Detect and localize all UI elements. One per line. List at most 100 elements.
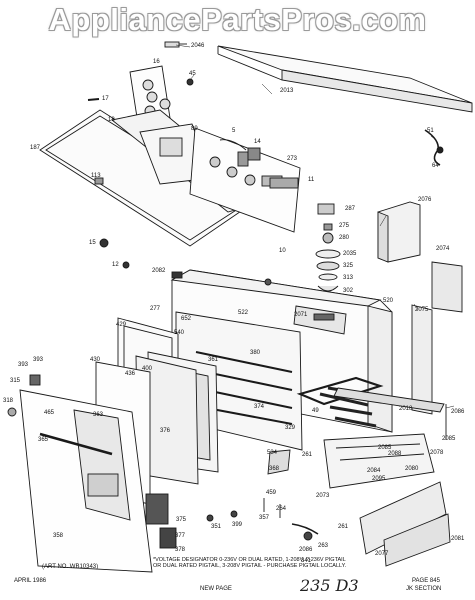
- screw-12: [122, 261, 130, 269]
- terminal-block-273: [269, 177, 299, 189]
- part-label-17: 17: [102, 96, 109, 102]
- part-label-302: 302: [343, 288, 354, 294]
- part-label-2078: 2078: [430, 450, 444, 456]
- part-label-459: 459: [266, 490, 277, 496]
- part-label-313: 313: [343, 275, 354, 281]
- part-label-10: 10: [279, 248, 286, 254]
- part-label-2046: 2046: [191, 43, 205, 49]
- part-label-2084: 2084: [367, 468, 381, 474]
- part-label-2095: 2095: [372, 476, 386, 482]
- part-label-318: 318: [3, 398, 14, 404]
- power-cord-51: [424, 129, 444, 166]
- part-label-51: 51: [427, 128, 434, 134]
- part-label-2086-b: 2086: [299, 547, 313, 553]
- part-label-2076: 2076: [418, 197, 432, 203]
- part-label-14: 14: [254, 139, 261, 145]
- broiler-tray-2080: [323, 433, 435, 489]
- footer-date: APRIL 1986: [14, 578, 47, 584]
- part-label-400: 400: [142, 366, 153, 372]
- part-label-261-a: 261: [302, 452, 313, 458]
- part-label-2085-b: 2085: [378, 445, 392, 451]
- knob-set-16: [129, 65, 171, 125]
- part-label-280: 280: [339, 235, 350, 241]
- part-label-49: 49: [312, 408, 319, 414]
- door-hinge-parts: [7, 374, 177, 549]
- bottom-frame-2086: [333, 387, 447, 440]
- part-label-2080: 2080: [405, 466, 419, 472]
- watermark-text: AppliancePartsPros.com: [48, 2, 427, 37]
- part-label-365: 365: [38, 437, 49, 443]
- drawer-front-2081: [383, 513, 451, 567]
- part-label-351: 351: [211, 524, 222, 530]
- part-label-15: 15: [89, 240, 96, 246]
- part-label-2074: 2074: [436, 246, 450, 252]
- part-label-329: 329: [285, 425, 296, 431]
- part-label-2013: 2013: [280, 88, 294, 94]
- part-label-2077: 2077: [375, 551, 389, 557]
- part-label-113: 113: [91, 173, 101, 179]
- part-label-287: 287: [345, 206, 356, 212]
- part-label-2073: 2073: [316, 493, 330, 499]
- part-label-376: 376: [160, 428, 171, 434]
- part-label-16: 16: [153, 59, 160, 65]
- part-label-273: 273: [287, 156, 298, 162]
- part-label-187: 187: [30, 145, 41, 151]
- part-label-264: 264: [276, 506, 287, 512]
- part-label-2081: 2081: [451, 536, 465, 542]
- part-label-361: 361: [208, 357, 219, 363]
- part-label-18: 18: [108, 117, 115, 123]
- art-number: (ART NO. WB10343): [42, 564, 99, 570]
- footer-section: JK SECTION: [406, 586, 442, 592]
- part-label-2085-a: 2085: [442, 436, 456, 442]
- kickplate-2077: [359, 481, 447, 555]
- part-label-465: 465: [44, 410, 55, 416]
- small-hardware: [206, 449, 319, 541]
- part-label-375: 375: [176, 517, 187, 523]
- part-label-363: 363: [93, 412, 104, 418]
- part-label-393-a: 393: [18, 362, 29, 368]
- part-label-393-b: 393: [33, 357, 44, 363]
- part-label-368: 368: [269, 466, 280, 472]
- part-label-377: 377: [175, 533, 186, 539]
- top-cover-panel: [217, 45, 473, 113]
- part-label-261-b: 261: [338, 524, 349, 530]
- thermostat-parts: [315, 203, 341, 292]
- knob-15: [99, 238, 109, 248]
- handwritten-note: 235 D3: [300, 576, 359, 595]
- screw-45: [186, 78, 194, 86]
- clip-2046: [164, 41, 187, 48]
- voltage-note: *VOLTAGE DESIGNATOR 0-236V OR DUAL RATED…: [153, 557, 347, 570]
- part-label-5: 5: [232, 128, 236, 134]
- part-label-341: 341: [301, 558, 312, 564]
- outer-door-358: [19, 389, 153, 573]
- side-panel-2075: [411, 304, 433, 415]
- part-label-2082: 2082: [152, 268, 166, 274]
- part-label-522: 522: [238, 310, 249, 316]
- part-label-11: 11: [308, 177, 315, 183]
- part-label-89: 89: [191, 126, 198, 132]
- part-label-2075: 2075: [415, 307, 429, 313]
- vent-hood-2076: [377, 201, 421, 263]
- part-label-325: 325: [343, 263, 354, 269]
- part-label-277: 277: [150, 306, 161, 312]
- part-label-2018: 2018: [399, 406, 413, 412]
- part-label-263: 263: [318, 543, 329, 549]
- part-label-2088: 2088: [388, 451, 402, 457]
- footer-page-number: PAGE 845: [412, 578, 440, 584]
- part-label-430: 430: [90, 357, 101, 363]
- part-label-315: 315: [10, 378, 21, 384]
- part-label-12: 12: [112, 262, 119, 268]
- relay-14: [247, 147, 261, 161]
- part-label-652: 652: [181, 316, 192, 322]
- part-label-429: 429: [116, 322, 127, 328]
- part-label-534: 534: [267, 450, 278, 456]
- part-label-436: 436: [125, 371, 136, 377]
- part-label-45: 45: [189, 71, 196, 77]
- part-label-380: 380: [250, 350, 261, 356]
- footer-new-page: NEW PAGE: [200, 586, 232, 592]
- part-label-2086: 2086: [451, 409, 465, 415]
- part-label-374: 374: [254, 404, 265, 410]
- part-label-520: 520: [383, 298, 394, 304]
